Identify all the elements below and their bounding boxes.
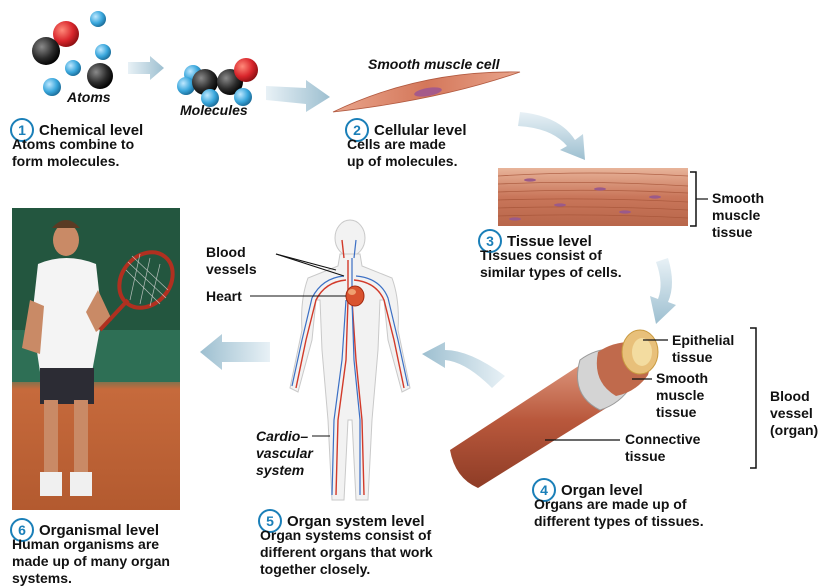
level-3-line: Tissues consist of xyxy=(480,247,622,264)
level-2-description: Cells are made up of molecules. xyxy=(347,136,457,170)
level-4-line: Organs are made up of xyxy=(534,496,704,513)
cardiovascular-system-label: Cardio– vascular system xyxy=(256,428,313,479)
atoms-label: Atoms xyxy=(67,89,111,105)
arrow-atoms-to-molecules xyxy=(128,56,164,80)
level-1-line: form molecules. xyxy=(12,153,134,170)
level-5-line: together closely. xyxy=(260,561,433,578)
arrow-tissue-to-organ xyxy=(650,258,676,324)
arrow-cell-to-tissue xyxy=(518,112,585,160)
arrow-system-to-organism xyxy=(200,334,270,370)
blood-vessel-organ-label: Blood vessel (organ) xyxy=(770,388,818,439)
arrow-molecules-to-cell xyxy=(266,80,330,112)
blood-vessels-label: Blood vessels xyxy=(206,244,257,278)
level-6-line: systems. xyxy=(12,570,170,587)
arrow-organ-to-system xyxy=(422,342,505,388)
level-4-line: different types of tissues. xyxy=(534,513,704,530)
molecules-label: Molecules xyxy=(180,102,248,118)
smooth-muscle-tissue-label: Smooth muscle tissue xyxy=(712,190,764,241)
epithelial-tissue-label: Epithelial tissue xyxy=(672,332,734,366)
level-3-description: Tissues consist of similar types of cell… xyxy=(480,247,622,281)
level-6-description: Human organisms are made up of many orga… xyxy=(12,536,170,587)
level-4-description: Organs are made up of different types of… xyxy=(534,496,704,530)
level-2-line: Cells are made xyxy=(347,136,457,153)
atoms-illustration xyxy=(32,11,113,96)
molecules-illustration xyxy=(177,58,258,107)
level-3-line: similar types of cells. xyxy=(480,264,622,281)
level-6-line: made up of many organ xyxy=(12,553,170,570)
smooth-muscle-tissue-illustration xyxy=(498,168,708,226)
tennis-player-photo xyxy=(12,208,184,510)
level-2-line: up of molecules. xyxy=(347,153,457,170)
level-5-line: Organ systems consist of xyxy=(260,527,433,544)
level-1-line: Atoms combine to xyxy=(12,136,134,153)
organ-smooth-muscle-tissue-label: Smooth muscle tissue xyxy=(656,370,708,421)
level-5-description: Organ systems consist of different organ… xyxy=(260,527,433,578)
heart-label: Heart xyxy=(206,288,242,305)
smooth-muscle-cell-illustration xyxy=(333,72,520,112)
level-6-line: Human organisms are xyxy=(12,536,170,553)
level-5-line: different organs that work xyxy=(260,544,433,561)
connective-tissue-label: Connective tissue xyxy=(625,431,700,465)
level-1-description: Atoms combine to form molecules. xyxy=(12,136,134,170)
smooth-muscle-cell-label: Smooth muscle cell xyxy=(368,56,499,72)
